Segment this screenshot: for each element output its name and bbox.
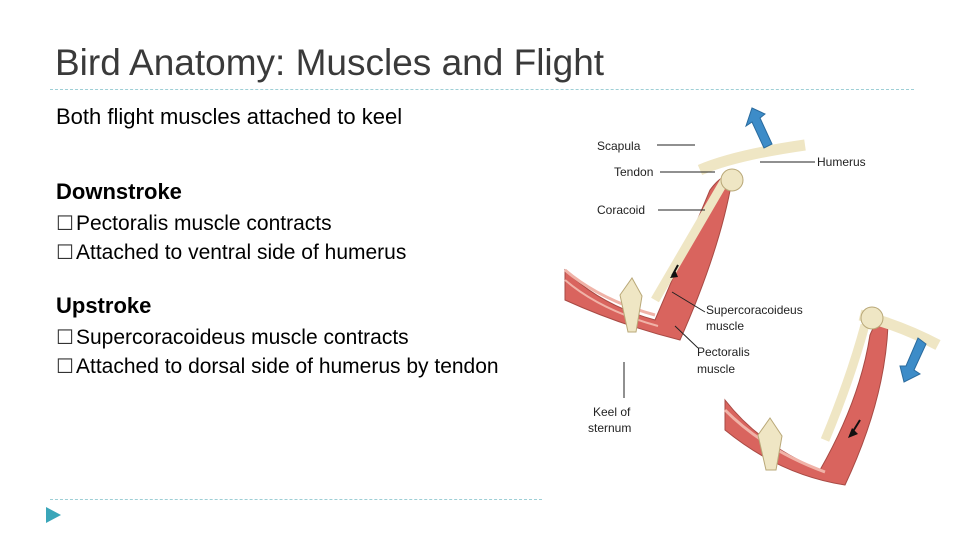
label-pectoralis-2: muscle [697,362,735,376]
label-supercoracoideus-1: Supercoracoideus [706,303,803,317]
bullet-item: ☐ Attached to dorsal side of humerus by … [56,352,526,381]
play-icon [46,507,61,523]
bullet-text: Attached to dorsal side of humerus by te… [76,355,499,378]
label-keel-2: sternum [588,421,631,435]
bullet-item: ☐ Attached to ventral side of humerus [56,238,526,267]
checkbox-icon: ☐ [56,239,74,268]
label-humerus: Humerus [817,155,866,169]
flight-muscle-diagram: Scapula Tendon Coracoid Humerus Supercor… [560,100,960,500]
bullet-text: Attached to ventral side of humerus [76,241,406,264]
slide-title: Bird Anatomy: Muscles and Flight [55,42,604,84]
upstroke-illustration [725,307,938,485]
bullet-item: ☐ Pectoralis muscle contracts [56,209,526,238]
intro-text: Both flight muscles attached to keel [56,100,526,134]
up-arrow-icon [746,108,772,148]
humerus-bone-shape [700,145,805,170]
bullet-item: ☐ Supercoracoideus muscle contracts [56,323,526,352]
label-keel-1: Keel of [593,405,631,419]
checkbox-icon: ☐ [56,353,74,382]
content-text-block: Both flight muscles attached to keel Dow… [56,100,526,381]
label-scapula: Scapula [597,139,641,153]
upstroke-heading: Upstroke [56,289,526,323]
label-pectoralis-1: Pectoralis [697,345,750,359]
title-divider [50,89,914,90]
checkbox-icon: ☐ [56,210,74,239]
checkbox-icon: ☐ [56,324,74,353]
label-supercoracoideus-2: muscle [706,319,744,333]
label-coracoid: Coracoid [597,203,645,217]
downstroke-heading: Downstroke [56,175,526,209]
bullet-text: Supercoracoideus muscle contracts [76,326,409,349]
label-tendon: Tendon [614,165,653,179]
bullet-text: Pectoralis muscle contracts [76,212,332,235]
footer-divider [50,499,542,500]
down-arrow-icon [900,338,926,382]
